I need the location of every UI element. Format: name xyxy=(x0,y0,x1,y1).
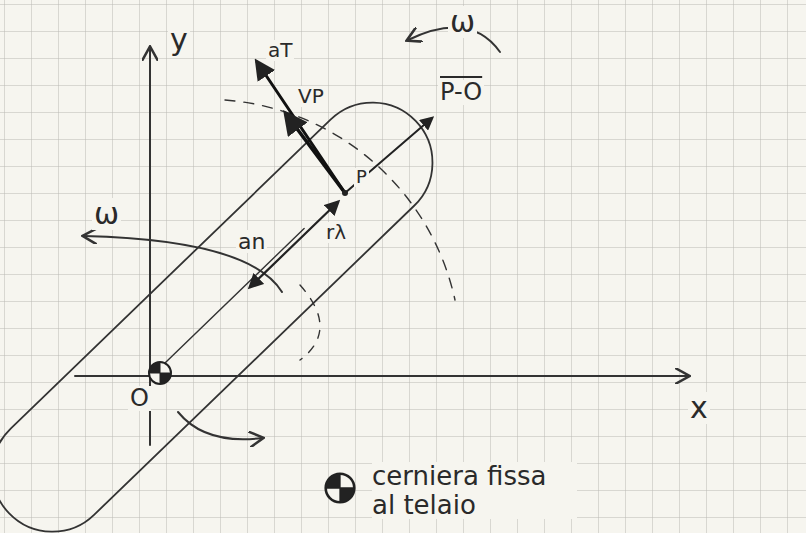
angular-velocity: ω xyxy=(92,198,121,230)
angular-velocity: ω xyxy=(448,6,477,38)
velocity-vector xyxy=(286,114,345,193)
rotation-arrow xyxy=(178,412,262,439)
hinge-legend-symbol xyxy=(326,474,355,503)
axis-label: y xyxy=(168,24,190,56)
position-vector xyxy=(345,118,432,193)
vector-label: rλ xyxy=(324,222,348,243)
vector-label: an xyxy=(236,230,267,253)
origin-label: O xyxy=(128,386,151,411)
fixed-hinge xyxy=(149,362,171,384)
vector-label: VP xyxy=(296,86,326,107)
legend-text: cerniera fissa al telaio xyxy=(372,462,577,519)
point-p xyxy=(342,190,348,196)
tangential-acceleration xyxy=(257,62,345,193)
trajectory-arc xyxy=(300,285,320,360)
point-label: P xyxy=(354,168,369,187)
vector-label: aT xyxy=(266,40,294,61)
axis-label: x xyxy=(688,392,710,424)
vector-label: P-O xyxy=(438,80,484,105)
